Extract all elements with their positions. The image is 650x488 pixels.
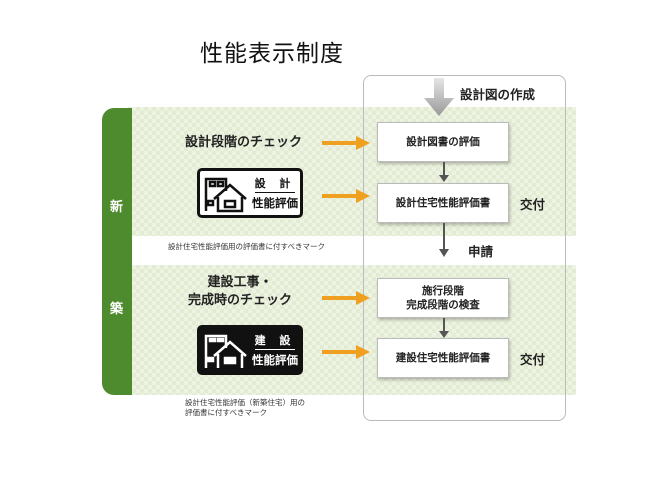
caption-line2: 評価書に付すべきマーク: [185, 407, 267, 417]
new-build-sidebar: 新 築: [102, 108, 132, 395]
design-check-label: 設計段階のチェック: [185, 135, 303, 150]
house-icon: [200, 171, 250, 215]
apply-label: 申請: [468, 244, 494, 259]
sidebar-label-top: 新: [110, 200, 124, 215]
sidebar-label-bottom: 築: [110, 302, 124, 317]
design-performance-mark: 設 計性能評価: [197, 168, 303, 218]
mark-top-text: 建 設: [254, 332, 296, 350]
issue-label-design: 交付: [520, 197, 546, 212]
caption-line1: 設計住宅性能評価（新築住宅）用の: [185, 398, 305, 407]
orange-arrow-icon: [322, 136, 370, 150]
down-arrow-icon: [439, 223, 449, 257]
orange-arrow-icon: [322, 345, 370, 359]
mark-bottom-text: 性能評価: [252, 353, 298, 367]
construction-check-line1: 建設工事・: [207, 275, 273, 290]
page-title: 性能表示制度: [200, 41, 344, 67]
house-icon: [200, 328, 250, 372]
flow-step-design-certificate: 設計住宅性能評価書: [377, 183, 509, 223]
orange-arrow-icon: [322, 291, 370, 305]
flow-step-construction-certificate: 建設住宅性能評価書: [377, 338, 509, 378]
down-arrow-icon: [439, 318, 449, 338]
down-arrow-icon: [439, 162, 449, 182]
flow-panel: [363, 75, 566, 421]
mark-top-text: 設 計: [254, 175, 296, 193]
mark-bottom-text: 性能評価: [252, 196, 298, 210]
construction-performance-mark: 建 設性能評価: [197, 325, 303, 375]
flow-step-inspection: 施行段階 完成段階の検査: [377, 278, 509, 318]
design-mark-caption: 設計住宅性能評価用の評価書に付すべきマーク: [168, 242, 325, 251]
construction-check-label: 建設工事・ 完成時のチェック: [188, 274, 292, 309]
issue-label-construction: 交付: [520, 352, 546, 367]
flow-step-design-review: 設計図書の評価: [377, 122, 509, 162]
down-arrow-icon: [424, 78, 454, 116]
construction-mark-caption: 設計住宅性能評価（新築住宅）用の 評価書に付すべきマーク: [185, 398, 305, 418]
orange-arrow-icon: [322, 189, 370, 203]
construction-check-line2: 完成時のチェック: [188, 292, 293, 308]
start-label: 設計図の作成: [460, 87, 536, 102]
